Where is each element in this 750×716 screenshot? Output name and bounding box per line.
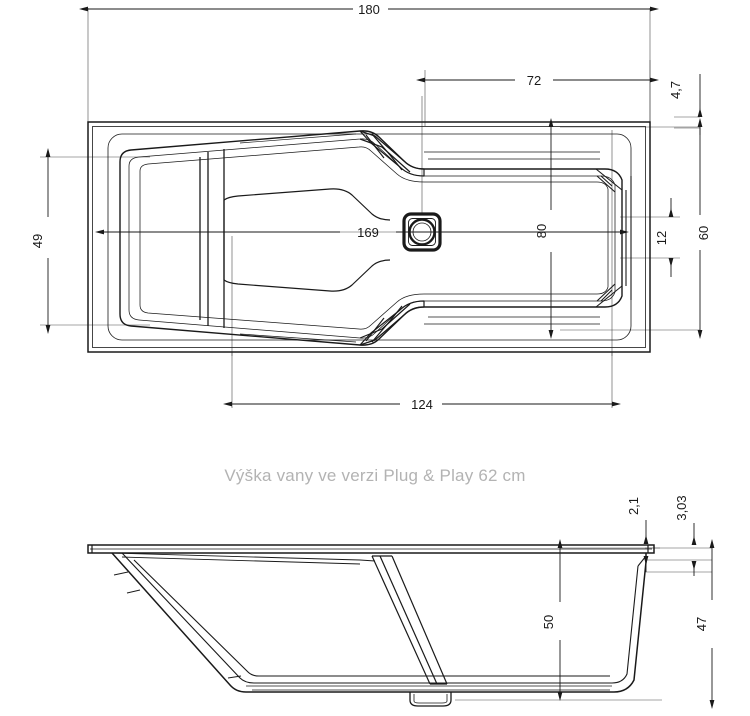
section-top-surface-lines xyxy=(111,552,376,565)
dimension-label-124: 124 xyxy=(411,397,433,412)
dimension-label-2-1: 2,1 xyxy=(626,497,641,515)
dimension-rim-thickness: 4,7 xyxy=(668,74,703,135)
dimension-inner-length: 169 xyxy=(95,225,629,240)
tub-foot-end-wall xyxy=(199,149,225,328)
dimension-rim-step: 12 xyxy=(654,198,674,277)
dimension-inner-depth: 50 xyxy=(541,539,563,701)
dimension-label-80: 80 xyxy=(534,224,549,238)
section-right-wall xyxy=(637,555,647,567)
tub-interior-detail-lines xyxy=(239,133,600,343)
tub-head-end-face xyxy=(625,176,632,300)
section-rim-slab xyxy=(87,544,655,554)
dimension-label-50: 50 xyxy=(541,615,556,629)
dimension-label-169: 169 xyxy=(357,225,379,240)
dimension-label-180: 180 xyxy=(358,2,380,17)
tub-armrest-left-upper xyxy=(359,130,425,177)
section-tub-outer-profile xyxy=(111,552,647,693)
dimension-label-49: 49 xyxy=(30,234,45,248)
dimension-label-12: 12 xyxy=(654,231,669,245)
tub-floor-transition-left xyxy=(223,188,391,292)
section-view-group: 2,1 3,03 50 47 xyxy=(87,495,715,709)
dimension-rim-lip: 2,1 xyxy=(626,497,649,572)
dimension-label-72: 72 xyxy=(527,73,541,88)
section-left-chamfer-ticks xyxy=(113,571,242,679)
section-backrest-wedge xyxy=(371,555,448,685)
top-view-extension-lines xyxy=(40,8,700,408)
dimension-rim-total: 3,03 xyxy=(674,495,697,576)
dimension-label-47: 47 xyxy=(694,617,709,631)
section-floor-lines xyxy=(246,685,612,691)
tub-head-end-corners xyxy=(595,168,623,308)
dimension-label-4-7: 4,7 xyxy=(668,81,683,99)
dimension-overall-length: 180 xyxy=(79,2,659,17)
section-drain-boss xyxy=(409,692,452,707)
dimension-head-offset: 72 xyxy=(416,73,659,88)
section-caption: Výška vany ve verzi Plug & Play 62 cm xyxy=(224,466,526,485)
dimension-bottom-length: 124 xyxy=(223,397,621,412)
dimension-label-60: 60 xyxy=(696,226,711,240)
section-extension-lines xyxy=(455,547,712,701)
tub-armrest-left-lower xyxy=(359,300,425,346)
dimension-overall-width: 60 xyxy=(696,118,711,339)
section-tub-inner-profile xyxy=(121,552,639,684)
top-view-group: 180 72 4,7 169 xyxy=(30,2,711,412)
dimension-label-3-03: 3,03 xyxy=(674,495,689,520)
dimension-foot-width: 49 xyxy=(30,148,51,334)
dimension-inner-width: 80 xyxy=(534,118,554,339)
dimension-outer-height: 47 xyxy=(694,539,715,709)
